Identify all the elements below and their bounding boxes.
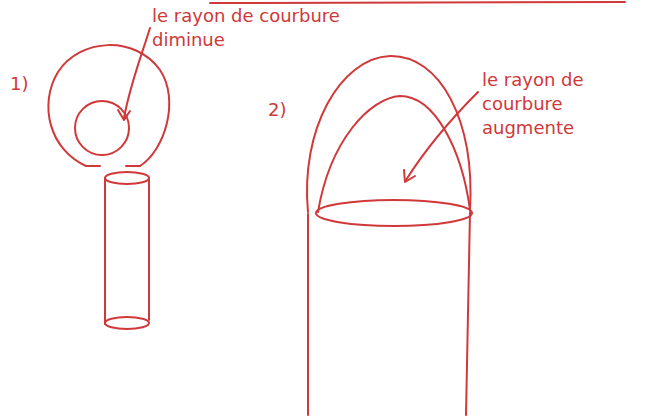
leader-line — [406, 92, 478, 180]
annotation: le rayon de courbure augmente — [482, 68, 612, 140]
annotation: le rayon de courbure diminue — [152, 4, 362, 52]
tube-side — [105, 178, 149, 324]
outer-circle — [48, 45, 169, 166]
figure-number: 2) — [268, 98, 308, 122]
cylinder-side — [308, 212, 470, 415]
base-ellipse — [316, 200, 472, 226]
underline — [210, 2, 625, 3]
tube-top — [105, 172, 149, 184]
inner-circle — [75, 101, 129, 155]
outer-arch — [307, 56, 470, 212]
neck — [86, 165, 140, 167]
tube-bottom — [105, 317, 149, 329]
leader-line — [124, 28, 150, 118]
figure-number: 1) — [10, 72, 50, 96]
arrow-head — [404, 170, 415, 182]
arrow-head — [118, 110, 130, 120]
dome — [318, 96, 470, 212]
